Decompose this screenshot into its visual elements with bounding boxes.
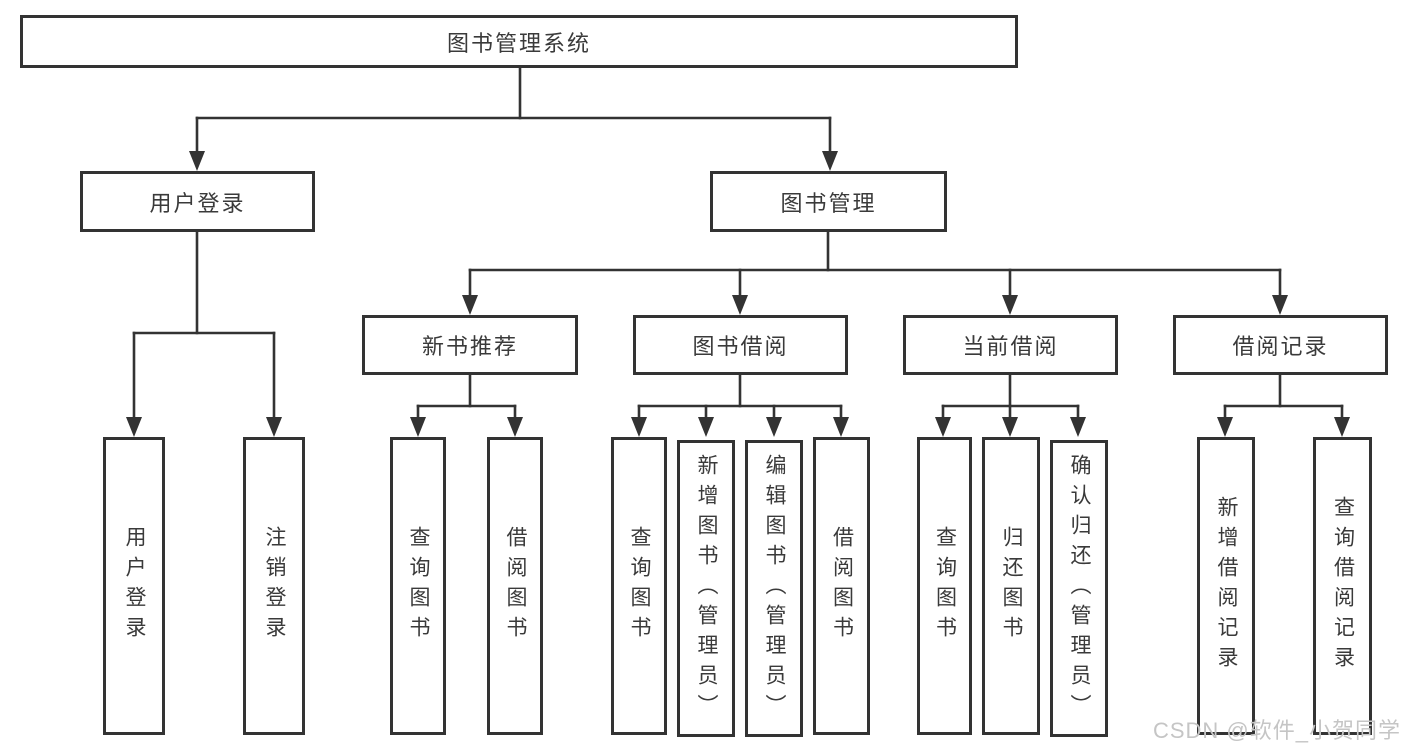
connector-new-book-rec-to-leaves: [410, 373, 523, 437]
node-label: 确认归还（管理员）: [1068, 453, 1091, 724]
leaf-edit-book-admin: 编辑图书（管理员）: [745, 440, 803, 737]
leaf-return-books: 归还图书: [982, 437, 1040, 735]
node-label: 借阅记录: [1232, 334, 1329, 359]
leaf-logout: 注销登录: [243, 437, 305, 735]
node-label: 查询图书: [933, 526, 957, 646]
leaf-add-book-admin: 新增图书（管理员）: [677, 440, 735, 737]
node-label: 新书推荐: [421, 334, 518, 359]
leaf-query-books-recommend: 查询图书: [390, 437, 446, 735]
node-book-management: 图书管理: [710, 171, 947, 232]
leaf-borrow-books-recommend: 借阅图书: [487, 437, 543, 735]
node-label: 图书借阅: [692, 334, 789, 359]
leaf-borrow-books-borrowing: 借阅图书: [813, 437, 870, 735]
node-label: 用户登录: [123, 526, 146, 646]
node-user-login: 用户登录: [80, 171, 315, 232]
connector-book-management-to-level3: [462, 230, 1288, 315]
connector-current-borrowing-to-leaves: [935, 373, 1086, 437]
connector-root-to-branches: [189, 66, 838, 171]
connector-user-login-to-leaves: [126, 230, 282, 437]
leaf-query-books-current: 查询图书: [917, 437, 972, 735]
node-book-borrowing: 图书借阅: [633, 315, 848, 375]
node-label: 当前借阅: [962, 334, 1059, 359]
leaf-query-books-borrowing: 查询图书: [611, 437, 667, 735]
leaf-confirm-return-admin: 确认归还（管理员）: [1050, 440, 1108, 737]
node-label: 新增借阅记录: [1215, 496, 1238, 676]
connector-book-borrowing-to-leaves: [631, 373, 849, 437]
node-new-book-recommendation: 新书推荐: [362, 315, 578, 375]
connector-borrowing-records-to-leaves: [1217, 373, 1350, 437]
watermark: CSDN @软件_小贺同学: [1152, 718, 1401, 743]
node-label: 图书管理系统: [446, 30, 591, 56]
node-label: 查询图书: [628, 526, 651, 646]
node-label: 注销登录: [263, 526, 286, 646]
node-label: 图书管理: [780, 190, 877, 216]
node-label: 查询图书: [407, 526, 430, 646]
node-current-borrowing: 当前借阅: [903, 315, 1118, 375]
node-label: 新增图书（管理员）: [695, 453, 718, 724]
node-root: 图书管理系统: [20, 15, 1018, 68]
node-label: 用户登录: [149, 190, 246, 216]
node-label: 归还图书: [1000, 526, 1023, 646]
leaf-query-borrow-record: 查询借阅记录: [1313, 437, 1372, 735]
node-label: 查询借阅记录: [1331, 496, 1355, 676]
node-label: 借阅图书: [830, 526, 854, 646]
leaf-user-login: 用户登录: [103, 437, 165, 735]
node-label: 编辑图书（管理员）: [763, 453, 786, 724]
node-borrowing-records: 借阅记录: [1173, 315, 1388, 375]
leaf-add-borrow-record: 新增借阅记录: [1197, 437, 1255, 735]
node-label: 借阅图书: [504, 526, 527, 646]
